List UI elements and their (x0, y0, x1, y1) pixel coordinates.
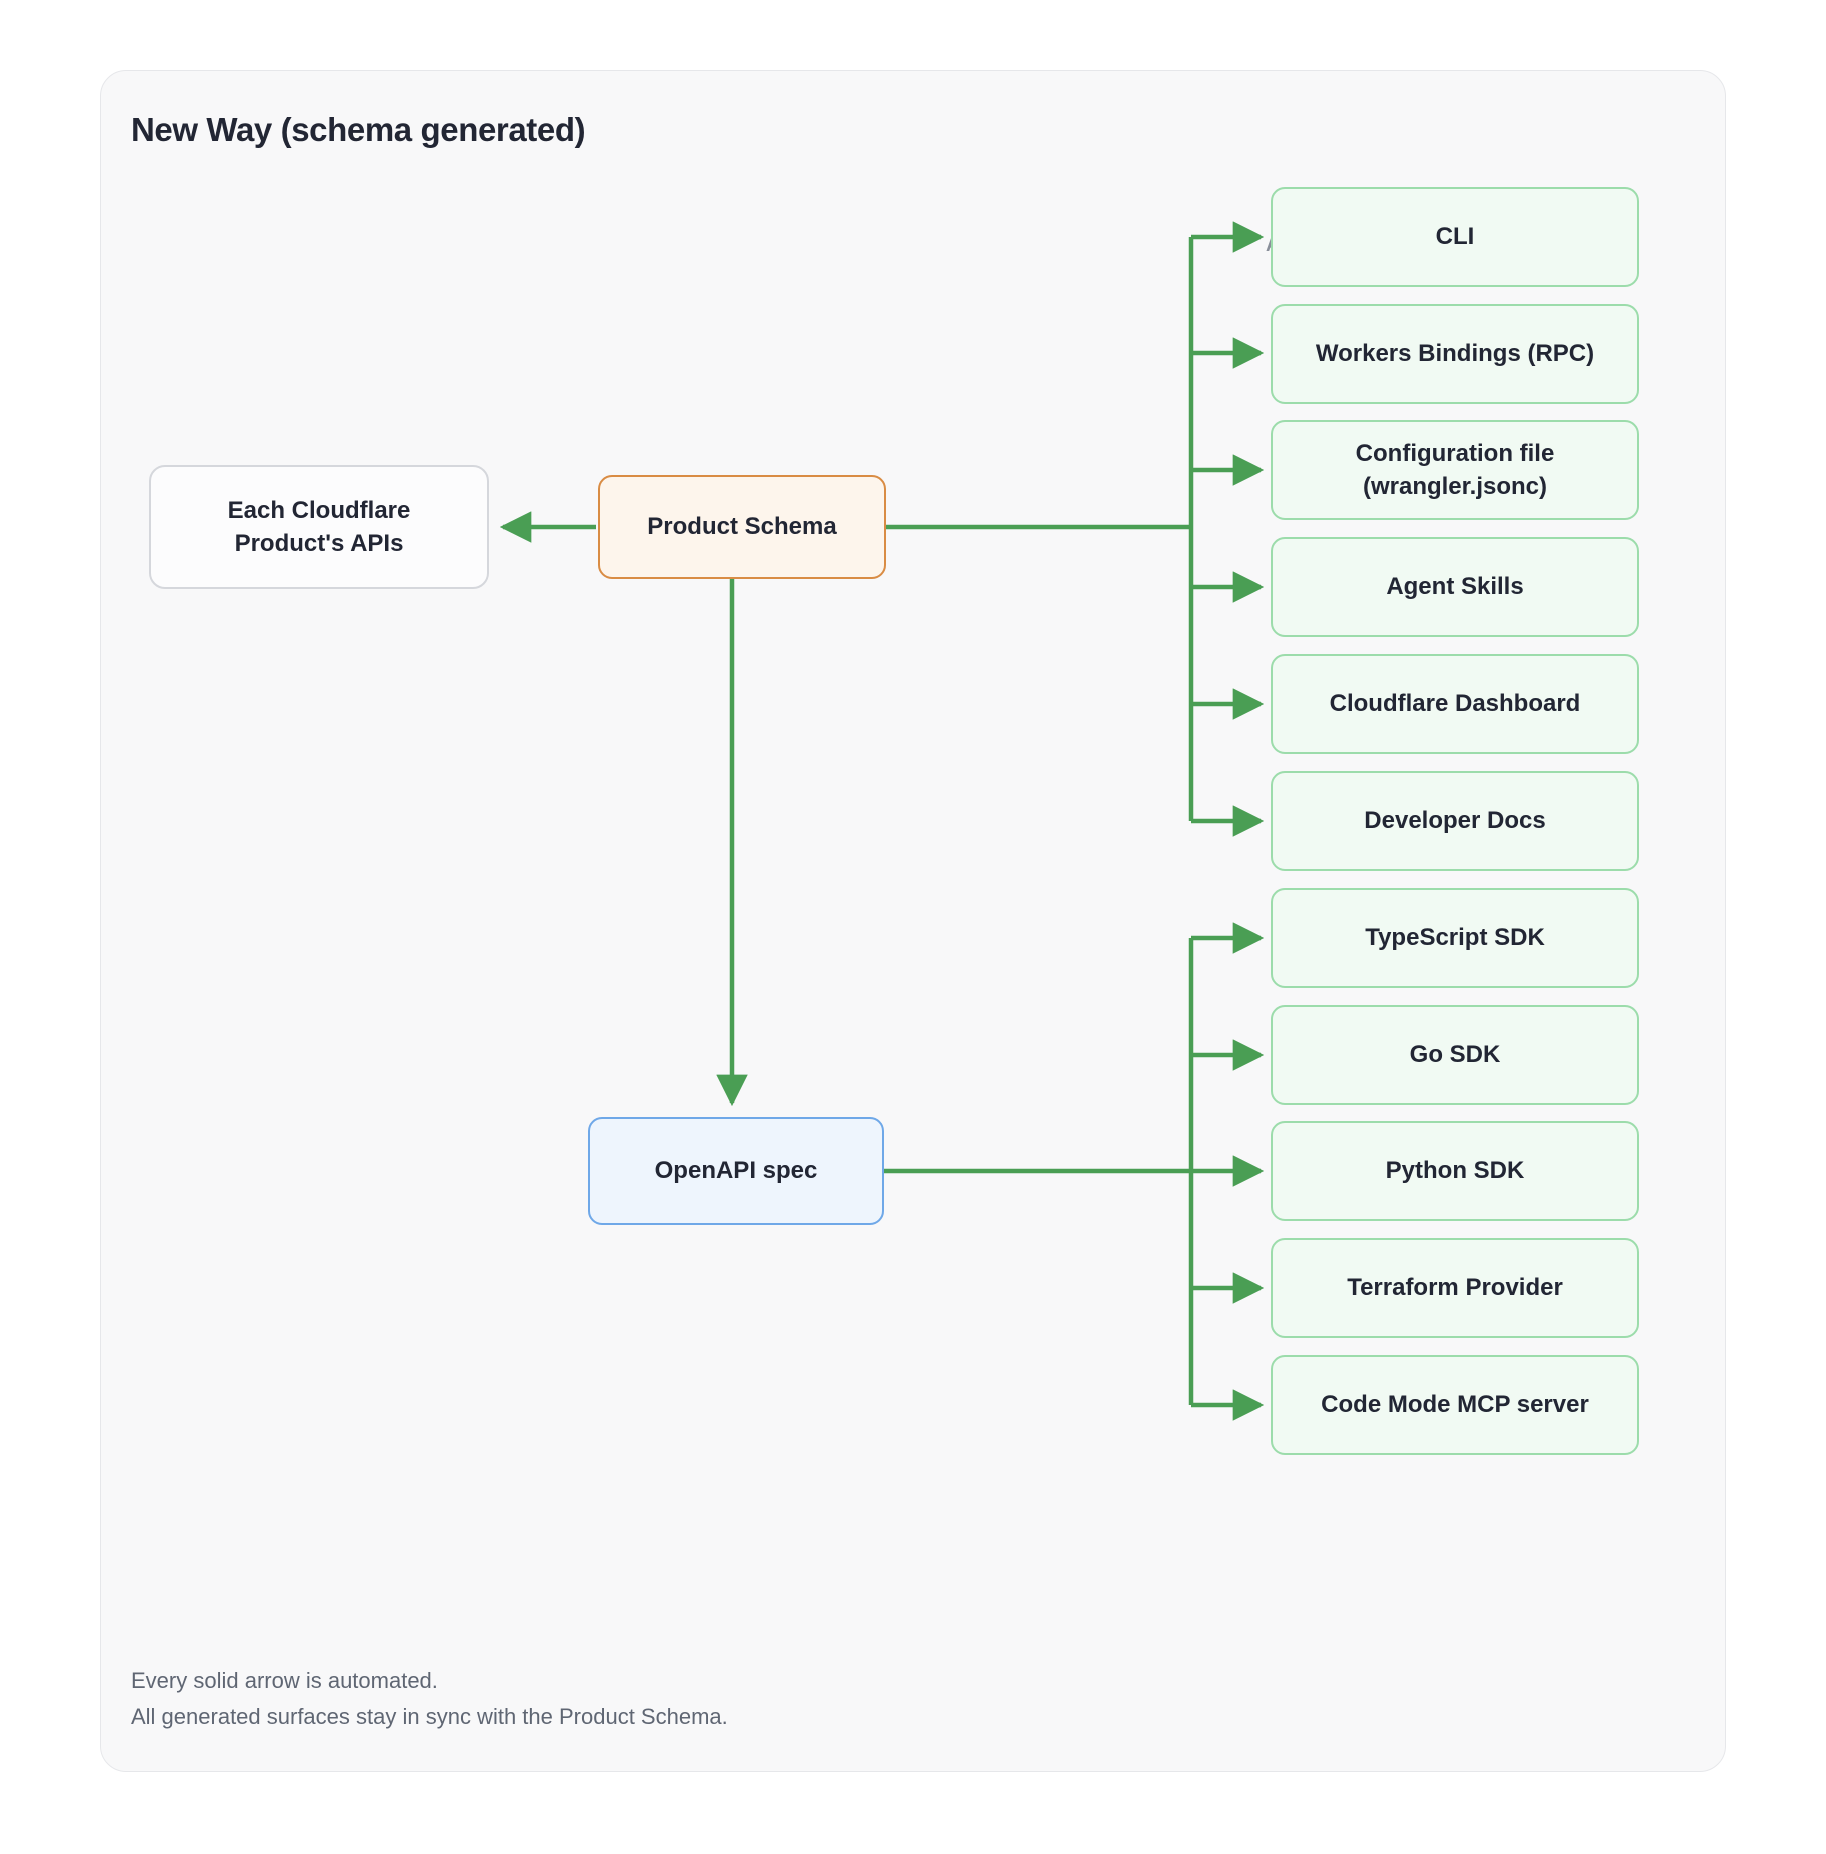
node-label: Agent Skills (1386, 573, 1524, 601)
node-label: Go SDK (1409, 1041, 1501, 1069)
node-workers-bindings-rpc[interactable]: Workers Bindings (RPC) (1271, 304, 1639, 404)
node-cloudflare-dashboard[interactable]: Cloudflare Dashboard (1271, 654, 1639, 754)
node-label: CLI (1435, 223, 1475, 251)
node-openapi-spec[interactable]: OpenAPI spec (588, 1117, 884, 1225)
diagram-card: New Way (schema generated) AGENT INTERFA… (100, 70, 1726, 1772)
node-agent-skills[interactable]: Agent Skills (1271, 537, 1639, 637)
node-label: Terraform Provider (1347, 1274, 1563, 1302)
node-terraform-provider[interactable]: Terraform Provider (1271, 1238, 1639, 1338)
node-code-mode-mcp-server[interactable]: Code Mode MCP server (1271, 1355, 1639, 1455)
node-developer-docs[interactable]: Developer Docs (1271, 771, 1639, 871)
node-label: OpenAPI spec (654, 1157, 818, 1185)
node-product-schema[interactable]: Product Schema (598, 475, 886, 579)
node-configuration-file[interactable]: Configuration file (wrangler.jsonc) (1271, 420, 1639, 520)
node-label: Product Schema (647, 513, 837, 541)
node-cli[interactable]: CLI (1271, 187, 1639, 287)
node-go-sdk[interactable]: Go SDK (1271, 1005, 1639, 1105)
node-python-sdk[interactable]: Python SDK (1271, 1121, 1639, 1221)
node-label: Python SDK (1385, 1157, 1525, 1185)
node-each-cloudflare-products-apis[interactable]: Each Cloudflare Product's APIs (149, 465, 489, 589)
node-label: Each Cloudflare Product's APIs (227, 496, 411, 557)
node-label: Code Mode MCP server (1321, 1391, 1589, 1419)
diagram-footnote: Every solid arrow is automated. All gene… (131, 1668, 728, 1729)
page-title: New Way (schema generated) (131, 111, 586, 148)
node-typescript-sdk[interactable]: TypeScript SDK (1271, 888, 1639, 988)
node-label: Configuration file (wrangler.jsonc) (1355, 439, 1555, 500)
node-label: TypeScript SDK (1365, 924, 1545, 952)
node-label: Workers Bindings (RPC) (1315, 340, 1595, 368)
node-label: Cloudflare Dashboard (1329, 690, 1581, 718)
node-label: Developer Docs (1364, 807, 1546, 835)
